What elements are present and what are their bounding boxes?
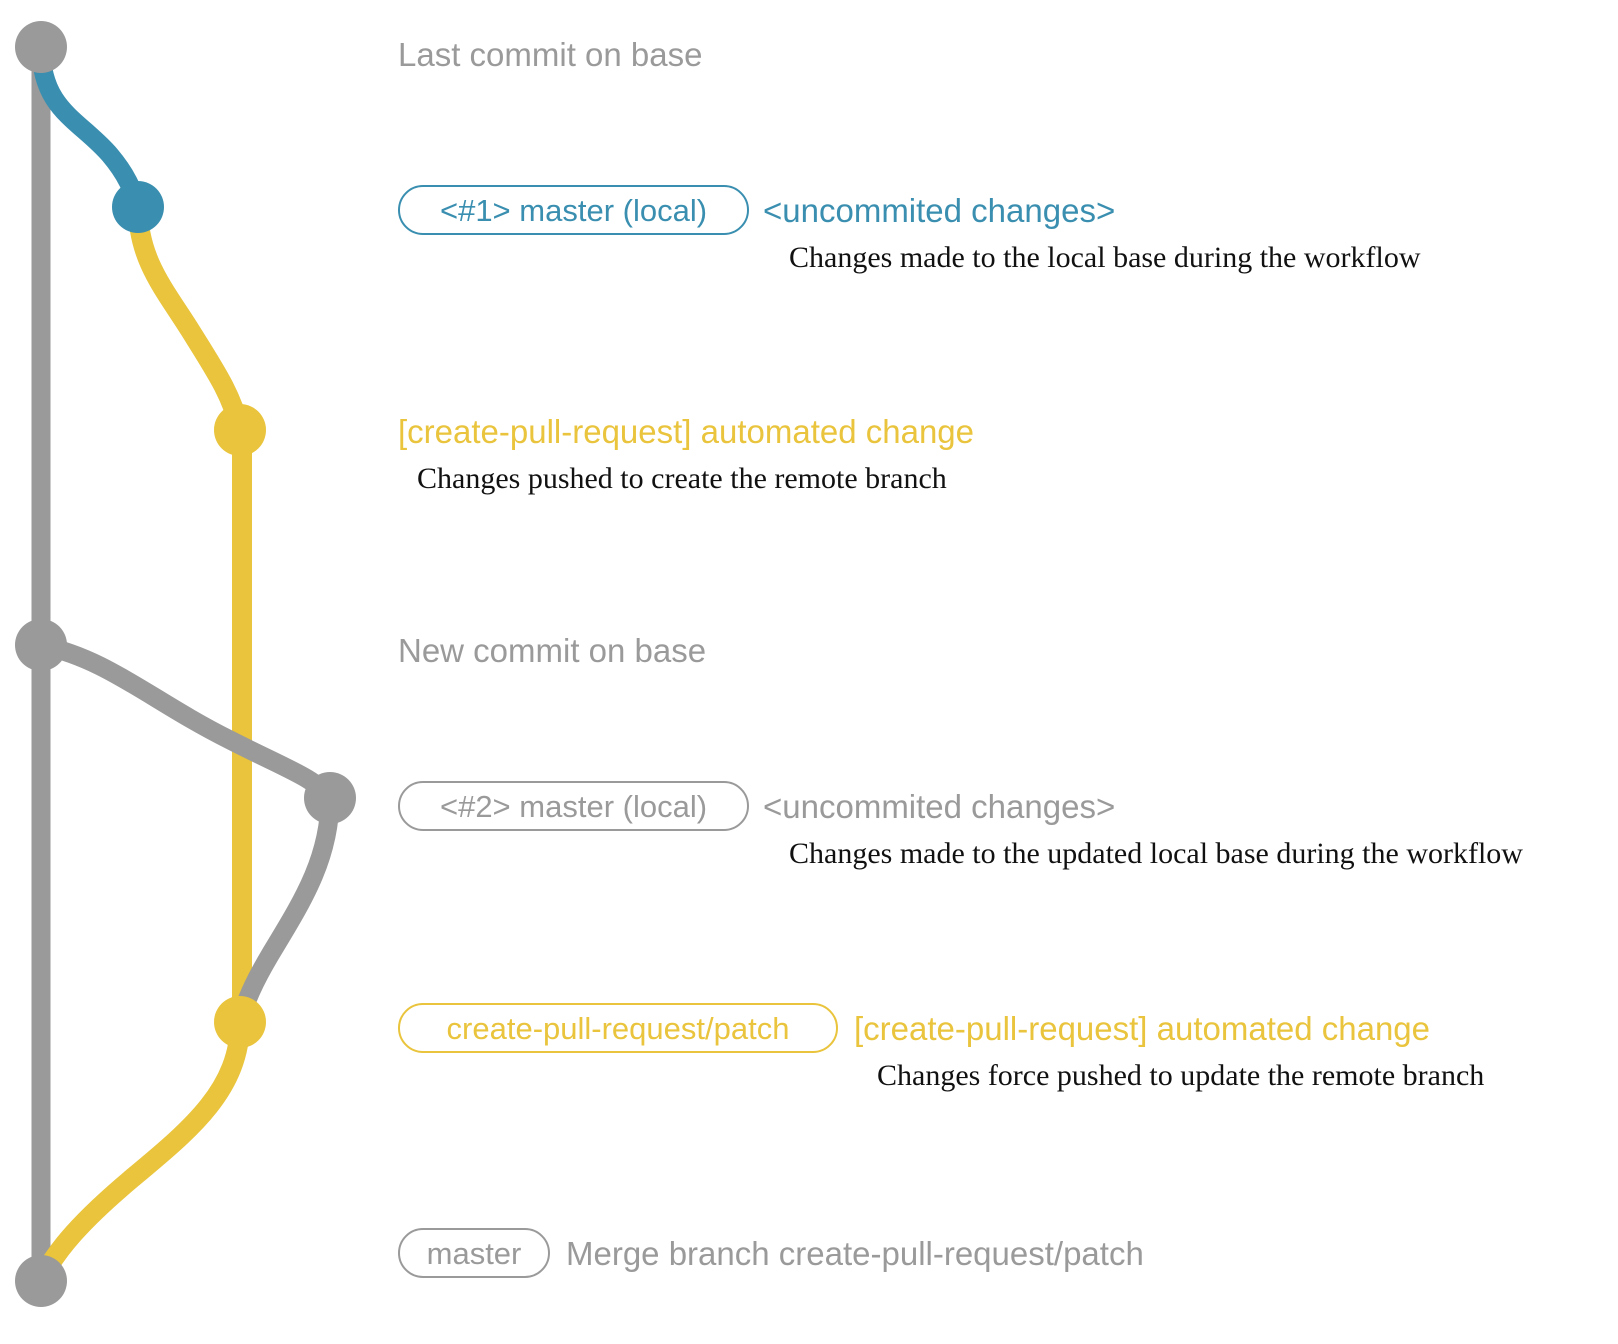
commit-description-master-local-2: Changes made to the updated local base d… xyxy=(789,837,1523,870)
commit-description-automated-change-2: Changes force pushed to update the remot… xyxy=(877,1059,1485,1092)
branch-badge-master-local-1[interactable]: <#1> master (local) xyxy=(398,185,749,235)
commit-message-master-local-1: <uncommited changes> xyxy=(763,192,1116,229)
commit-message-automated-change-2: [create-pull-request] automated change xyxy=(854,1010,1431,1047)
branch-badge-create-pull-request-patch[interactable]: create-pull-request/patch xyxy=(398,1003,838,1053)
commit-description-master-local-1: Changes made to the local base during th… xyxy=(789,241,1421,274)
commit-node-master-local-2[interactable] xyxy=(304,772,356,824)
branch-badge-master-local-2[interactable]: <#2> master (local) xyxy=(398,781,749,831)
commit-node-merge-commit[interactable] xyxy=(15,1255,67,1307)
commit-message-merge-commit: Merge branch create-pull-request/patch xyxy=(566,1235,1144,1272)
commit-node-master-local-1[interactable] xyxy=(112,181,164,233)
commit-message-automated-change-1: [create-pull-request] automated change xyxy=(398,413,975,450)
commit-message-master-local-2: <uncommited changes> xyxy=(763,788,1116,825)
row-label-new-commit-on-base: New commit on base xyxy=(398,632,707,669)
branch-badge-master[interactable]: master xyxy=(398,1228,550,1278)
commit-node-last-commit-on-base[interactable] xyxy=(15,21,67,73)
commit-node-automated-change-2[interactable] xyxy=(214,996,266,1048)
commit-node-new-commit-on-base[interactable] xyxy=(15,619,67,671)
row-label-last-commit-on-base: Last commit on base xyxy=(398,36,703,73)
patch-branch-1-line xyxy=(128,206,250,433)
commit-node-automated-change-1[interactable] xyxy=(214,404,266,456)
local-branch-2-line xyxy=(38,635,338,805)
patch-merge-line xyxy=(31,1021,250,1286)
commit-description-automated-change-1: Changes pushed to create the remote bran… xyxy=(417,462,947,495)
